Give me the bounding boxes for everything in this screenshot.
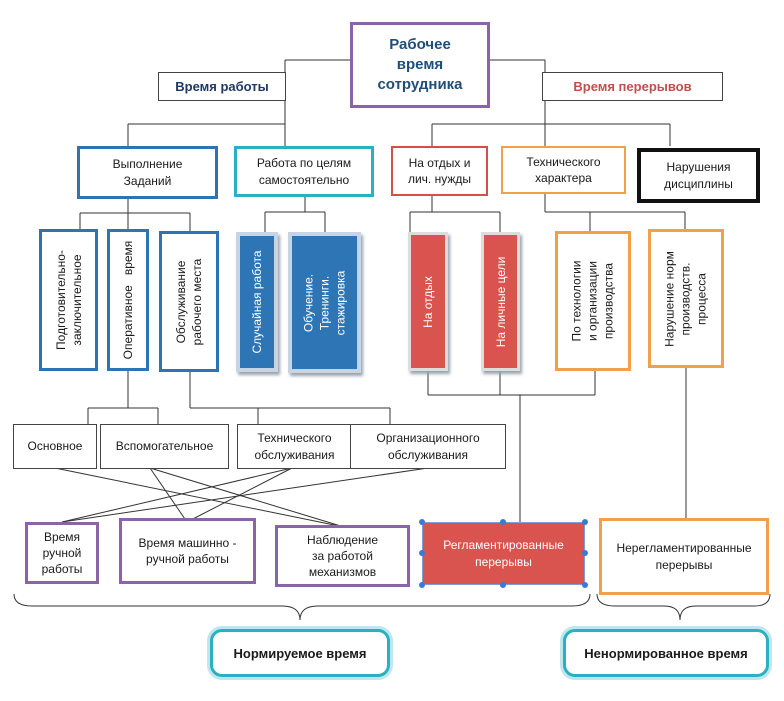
technical-box: Технического характера [501, 146, 626, 194]
manual-line2: ручной [42, 545, 82, 560]
unregulated-line2: перерывы [655, 557, 713, 572]
root-box: Рабочее время сотрудника [350, 22, 490, 108]
random-work-text: Случайная работа [249, 250, 264, 354]
operative-box: Оперативное время [107, 229, 149, 371]
observation-line3: механизмов [308, 565, 377, 580]
manual-line3: работы [41, 562, 83, 577]
rest-box: На отдых и лич. нужды [391, 146, 488, 196]
rest-line2: лич. нужды [407, 172, 472, 186]
root-line2: время [396, 55, 444, 73]
manual-line1: Время [43, 529, 81, 544]
unnormed-time-box: Ненормированное время [563, 629, 769, 677]
rest-line1: На отдых и [408, 155, 471, 170]
prep-final-text: Подготовительно- заключительное [53, 250, 84, 350]
root-line3: сотрудника [377, 76, 463, 94]
tasks-line1: Выполнение [112, 157, 183, 172]
selection-handle-bm[interactable] [500, 582, 506, 588]
tasks-line2: Заданий [123, 173, 172, 188]
personal-box: На личные цели [481, 232, 520, 371]
org-service-line1: Организационного [376, 431, 480, 446]
service-box: Обслуживание рабочего места [159, 231, 219, 372]
unregulated-line1: Нерегламентированные [616, 541, 752, 556]
selection-handle-tr[interactable] [582, 519, 588, 525]
regulated-line1: Регламентированные [443, 538, 564, 553]
machine-manual-box: Время машинно - ручной работы [119, 518, 256, 584]
selection-handle-mr[interactable] [582, 550, 588, 556]
selection-handle-br[interactable] [582, 582, 588, 588]
regulated-line2: перерывы [475, 554, 532, 569]
on-rest-text: На отдых [420, 275, 435, 328]
personal-text: На личные цели [493, 256, 508, 347]
observation-line2: за работой [312, 548, 373, 563]
work-time-label: Время работы [158, 72, 286, 101]
normed-time-box: Нормируемое время [210, 629, 390, 677]
on-rest-box: На отдых [408, 232, 448, 371]
discipline-line1: Нарушения [666, 160, 731, 175]
training-box: Обучение. Тренинги. стажировка [288, 232, 361, 373]
machine-manual-line2: ручной работы [146, 552, 229, 566]
selection-handle-ml[interactable] [419, 550, 425, 556]
operative-text: Оперативное время [120, 240, 135, 360]
observation-line1: Наблюдение [306, 532, 379, 547]
break-time-label: Время перерывов [542, 72, 723, 101]
self-goals-line2: самостоятельно [258, 172, 350, 187]
technical-line1: Технического [526, 154, 601, 169]
prep-final-box: Подготовительно- заключительное [39, 229, 98, 371]
main-box: Основное [13, 424, 97, 469]
self-goals-line1: Работа по целям [256, 156, 352, 171]
tech-service-line2: обслуживания [254, 447, 335, 462]
selection-handle-tm[interactable] [500, 519, 506, 525]
technical-line2: характера [535, 171, 592, 185]
random-work-box: Случайная работа [236, 232, 278, 372]
discipline-line2: дисциплины [664, 176, 733, 191]
tech-org-text: По технологии и организации производства [569, 260, 617, 342]
auxiliary-box: Вспомогательное [100, 424, 229, 469]
tech-org-box: По технологии и организации производства [555, 231, 631, 371]
service-text: Обслуживание рабочего места [173, 258, 204, 345]
org-service-line2: обслуживания [387, 447, 468, 462]
norm-violation-box: Нарушение норм производств. процесса [648, 229, 724, 368]
selection-handle-bl[interactable] [419, 582, 425, 588]
norm-violation-text: Нарушение норм производств. процесса [662, 250, 710, 347]
selection-handle-tl[interactable] [419, 519, 425, 525]
root-line1: Рабочее [389, 35, 451, 53]
machine-manual-line1: Время машинно - [138, 535, 237, 550]
tech-service-line1: Технического [257, 431, 332, 446]
training-text: Обучение. Тренинги. стажировка [301, 270, 348, 335]
